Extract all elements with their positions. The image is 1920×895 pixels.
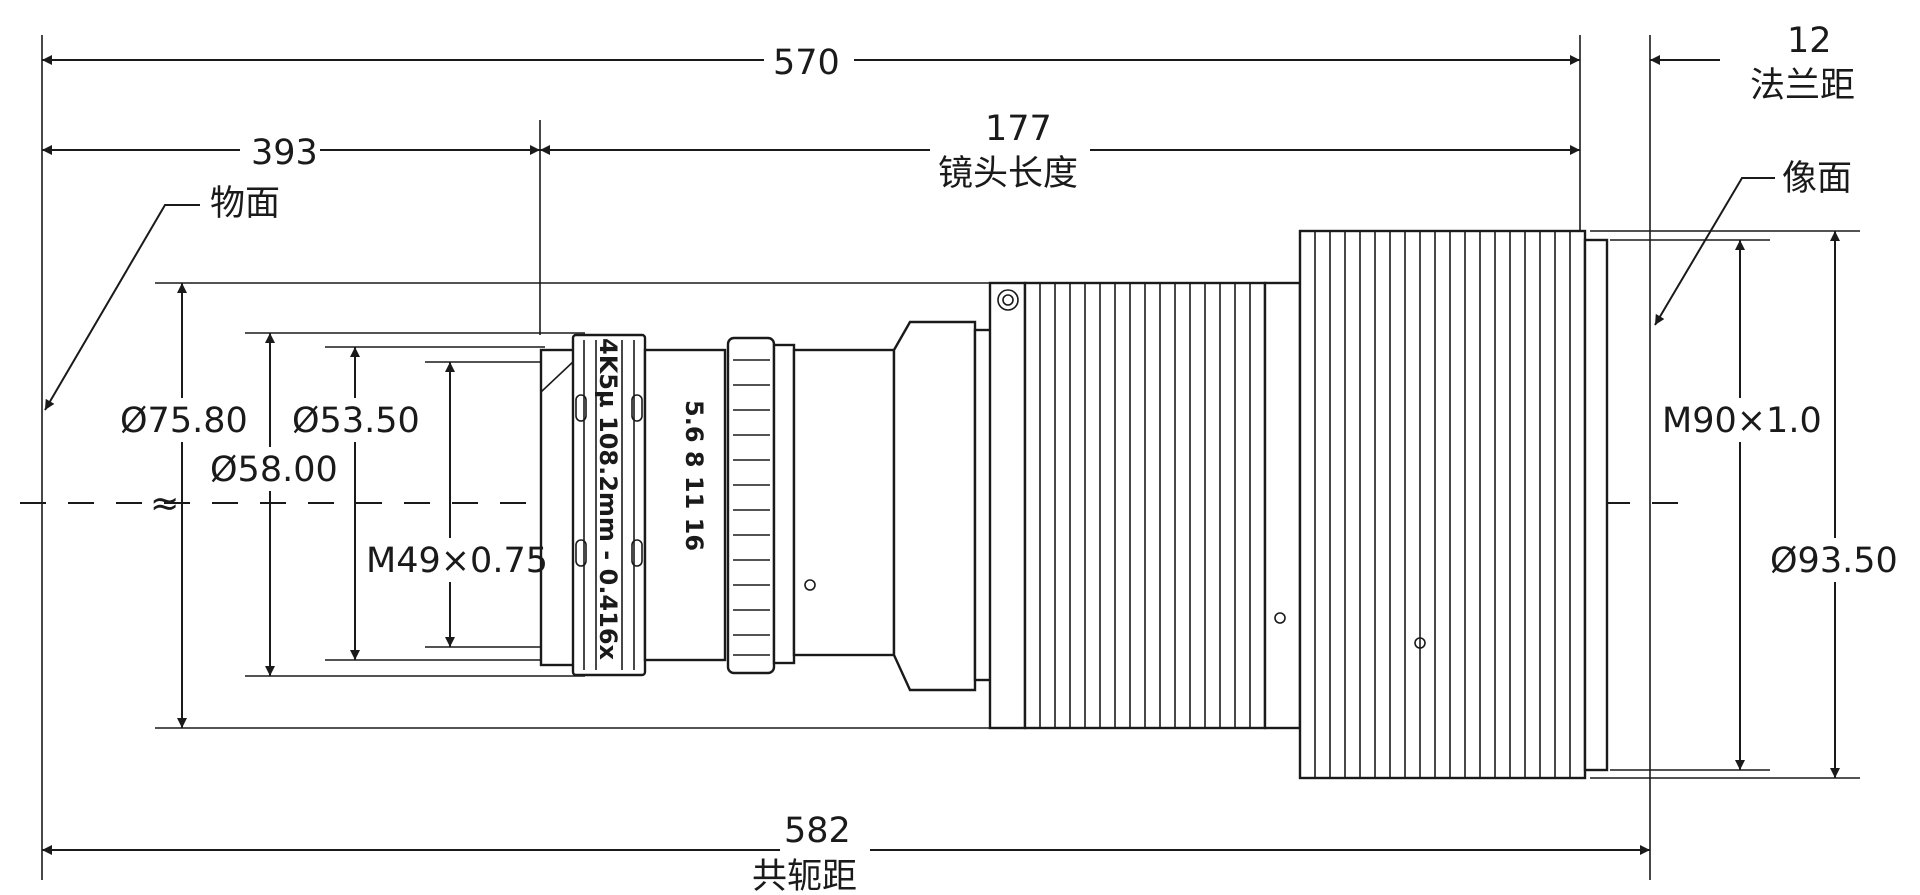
label-thread-rear: M90×1.0: [1662, 401, 1822, 441]
label-582: 582: [784, 811, 851, 851]
label-object-plane: 物面: [210, 184, 280, 224]
dimension-labels: 570 12 法兰距 393 177 镜头长度 物面 像面 Ø75.80 Ø53…: [118, 21, 1912, 895]
label-lens-length: 镜头长度: [938, 154, 1078, 194]
aperture-barrel: [643, 348, 727, 662]
label-dia-75: Ø75.80: [120, 401, 248, 441]
label-conjugate: 共轭距: [752, 857, 857, 895]
label-dia-93: Ø93.50: [1770, 541, 1898, 581]
rear-mount: [1583, 238, 1609, 772]
aperture-ring: [726, 336, 776, 675]
leaders: [44, 177, 1775, 411]
label-570: 570: [773, 43, 840, 83]
label-393: 393: [251, 133, 318, 173]
label-dia-53: Ø53.50: [292, 401, 420, 441]
front-cap: [539, 348, 577, 667]
label-12: 12: [1787, 21, 1832, 61]
extension-lines: [41, 35, 1860, 880]
label-dia-58: Ø58.00: [210, 450, 338, 490]
label-image-plane: 像面: [1782, 159, 1852, 199]
lens-body: 4K5µ 108.2mm - 0.416x 5.6 8 11 16: [539, 229, 1609, 780]
label-flange: 法兰距: [1750, 66, 1855, 106]
label-thread-front: M49×0.75: [366, 541, 548, 581]
barrel-engraving: 4K5µ 108.2mm - 0.416x: [594, 338, 622, 661]
label-approx: ≈: [150, 484, 179, 524]
screw-housing: [988, 281, 1027, 730]
mid-barrel: [772, 343, 796, 665]
cone-section: [892, 320, 977, 692]
heatsink-rear: [1298, 229, 1587, 780]
aperture-scale: 5.6 8 11 16: [680, 400, 708, 551]
label-177: 177: [985, 109, 1052, 149]
